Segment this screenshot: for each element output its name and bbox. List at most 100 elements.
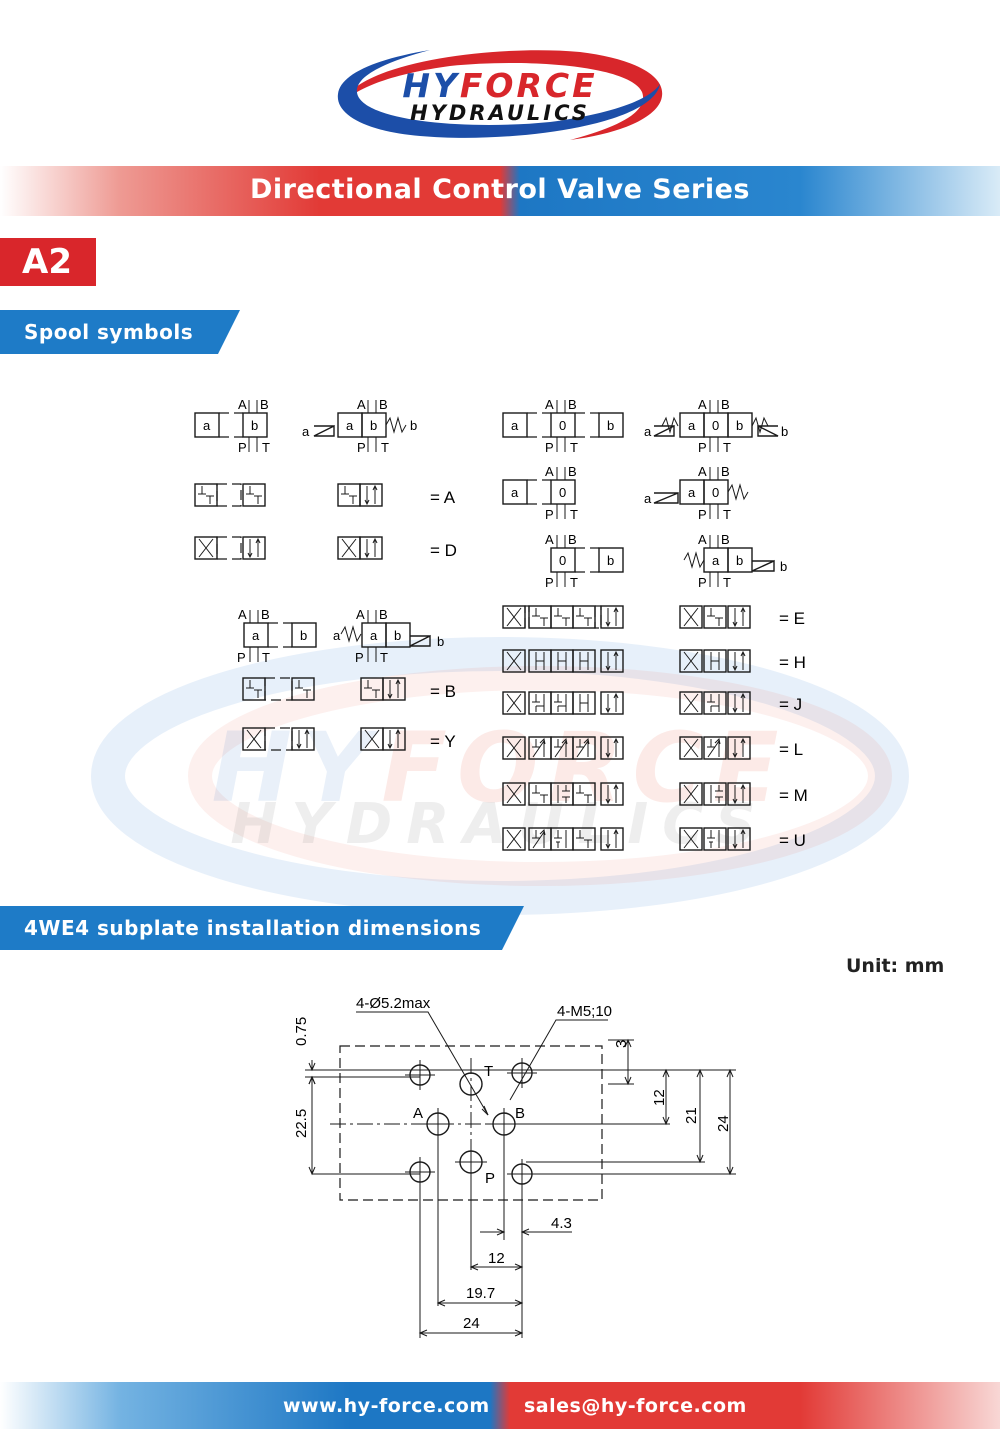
- svg-text:A: A: [698, 464, 707, 479]
- svg-text:b: b: [781, 424, 788, 439]
- banner-title: Directional Control Valve Series: [249, 174, 751, 205]
- svg-text:B: B: [568, 464, 577, 479]
- svg-text:T: T: [262, 650, 270, 665]
- footer-email-link[interactable]: sales@hy-force.com: [524, 1395, 747, 1417]
- spool-code-y: = Y: [430, 732, 456, 751]
- svg-text:B: B: [261, 607, 270, 622]
- svg-text:B: B: [260, 397, 269, 412]
- page-badge: A2: [0, 238, 96, 286]
- port-t: [459, 1072, 483, 1096]
- subplate-outline: [339, 1045, 603, 1201]
- svg-text:b: b: [300, 628, 307, 643]
- svg-text:P: P: [357, 440, 366, 455]
- footer-website-link[interactable]: www.hy-force.com: [283, 1395, 490, 1417]
- svg-text:B: B: [568, 397, 577, 412]
- spool-symbol-e-3pos: [502, 605, 624, 629]
- spool-header-3pos-spring: a a 0 b b A B P T: [644, 397, 788, 455]
- svg-text:B: B: [379, 607, 388, 622]
- svg-text:T: T: [381, 440, 389, 455]
- svg-text:a: a: [346, 418, 354, 433]
- dim-19-7: 19.7: [466, 1285, 495, 1302]
- spool-header-2pos-detent: a b A B P T: [194, 397, 270, 455]
- svg-text:b: b: [736, 418, 743, 433]
- svg-text:B: B: [379, 397, 388, 412]
- port-label-p: P: [485, 1170, 495, 1187]
- dim-24-horizontal: 24: [463, 1315, 480, 1332]
- dim-12-vertical: 12: [651, 1089, 668, 1106]
- svg-text:A: A: [698, 532, 707, 547]
- svg-text:0: 0: [712, 485, 719, 500]
- svg-text:T: T: [723, 440, 731, 455]
- svg-text:a: a: [333, 628, 341, 643]
- section-spool-symbols: Spool symbols: [0, 310, 240, 354]
- mounting-hole: [405, 1060, 435, 1090]
- spool-symbol-a-detent: [194, 483, 266, 507]
- logo-brand: HYFORCE: [402, 66, 598, 105]
- dim-22-5: 22.5: [293, 1109, 310, 1138]
- svg-text:T: T: [262, 440, 270, 455]
- spool-header-0b-detent: 0 b A B P T: [545, 532, 624, 590]
- unit-label: Unit: mm: [846, 955, 945, 977]
- svg-text:b: b: [410, 418, 417, 433]
- spool-code-j: = J: [779, 695, 802, 714]
- holes-leader: [356, 1011, 489, 1116]
- svg-text:T: T: [570, 440, 578, 455]
- svg-text:a: a: [203, 418, 211, 433]
- svg-text:b: b: [780, 559, 787, 574]
- svg-text:A: A: [356, 607, 365, 622]
- svg-text:a: a: [712, 553, 720, 568]
- logo-subtitle: HYDRAULICS: [410, 101, 590, 125]
- threads-note: 4-M5;10: [557, 1003, 612, 1020]
- dim-21: 21: [683, 1107, 700, 1124]
- svg-text:A: A: [545, 464, 554, 479]
- svg-text:0: 0: [559, 553, 566, 568]
- svg-text:P: P: [698, 440, 707, 455]
- port-label-b: B: [515, 1105, 525, 1122]
- svg-text:a: a: [688, 485, 696, 500]
- svg-text:P: P: [698, 575, 707, 590]
- svg-text:P: P: [545, 575, 554, 590]
- company-logo: HYFORCE HYDRAULICS: [330, 44, 670, 144]
- spool-code-d: = D: [430, 541, 457, 560]
- spool-code-b: = B: [430, 682, 456, 701]
- spool-code-m: = M: [779, 786, 808, 805]
- port-label-t: T: [484, 1063, 493, 1080]
- svg-text:A: A: [545, 397, 554, 412]
- svg-text:0: 0: [559, 418, 566, 433]
- dim-4-3: 4.3: [551, 1215, 572, 1232]
- svg-text:b: b: [607, 553, 614, 568]
- svg-text:A: A: [545, 532, 554, 547]
- svg-text:P: P: [238, 440, 247, 455]
- svg-text:a: a: [688, 418, 696, 433]
- spool-code-e: = E: [779, 609, 805, 628]
- svg-text:a: a: [644, 491, 652, 506]
- holes-note: 4-Ø5.2max: [356, 995, 431, 1012]
- svg-text:T: T: [570, 507, 578, 522]
- svg-text:b: b: [736, 553, 743, 568]
- svg-text:0: 0: [559, 485, 566, 500]
- spool-header-a0-spring: a a 0 A B P T: [644, 464, 749, 522]
- spool-code-u: = U: [779, 831, 806, 850]
- svg-text:A: A: [238, 397, 247, 412]
- svg-text:P: P: [355, 650, 364, 665]
- spool-code-a: = A: [430, 488, 456, 507]
- spool-header-3pos-detent: a 0 b A B P T: [502, 397, 624, 455]
- svg-text:B: B: [721, 464, 730, 479]
- svg-text:b: b: [437, 634, 444, 649]
- svg-text:P: P: [698, 507, 707, 522]
- spool-header-b-detent: a b A B P T: [237, 607, 317, 665]
- port-label-a: A: [413, 1105, 423, 1122]
- svg-text:A: A: [238, 607, 247, 622]
- svg-text:B: B: [568, 532, 577, 547]
- svg-text:A: A: [698, 397, 707, 412]
- svg-text:b: b: [370, 418, 377, 433]
- svg-text:T: T: [570, 575, 578, 590]
- svg-text:b: b: [607, 418, 614, 433]
- svg-text:T: T: [723, 575, 731, 590]
- svg-text:a: a: [302, 424, 310, 439]
- section-subplate-dimensions: 4WE4 subplate installation dimensions: [0, 906, 524, 950]
- svg-text:b: b: [394, 628, 401, 643]
- mounting-hole: [405, 1157, 435, 1187]
- series-banner: Directional Control Valve Series: [0, 166, 1000, 216]
